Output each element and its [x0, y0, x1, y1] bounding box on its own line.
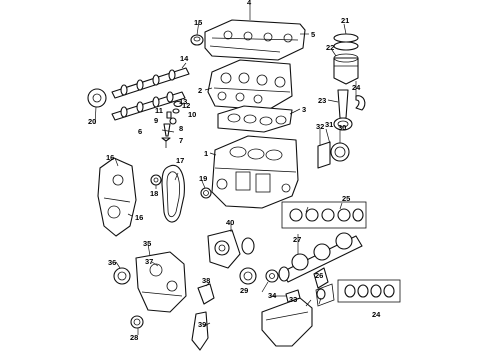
callout-34: 34: [268, 291, 277, 300]
rod-bearing: [355, 95, 366, 111]
callout-11: 11: [155, 106, 163, 115]
pan-gasket: [315, 283, 335, 307]
callout-39: 39: [198, 320, 206, 329]
callout-13: 13: [179, 97, 187, 106]
callout-28: 28: [130, 333, 138, 342]
callout-20: 20: [88, 117, 96, 126]
callout-31: 31: [325, 120, 333, 129]
cylinder-head: [207, 59, 293, 111]
callout-40: 40: [226, 218, 234, 227]
leader-lines: [94, 5, 357, 335]
callout-14: 14: [180, 54, 189, 63]
callout-35: 35: [143, 239, 151, 248]
main-bearings-lower: [337, 279, 401, 303]
camshaft-upper: [111, 67, 190, 99]
callout-17: 17: [176, 156, 184, 165]
crankshaft: [278, 232, 363, 283]
callout-26-right: 26: [315, 271, 323, 280]
callout-19: 19: [199, 174, 207, 183]
callout-2: 2: [198, 86, 202, 95]
callout-25: 25: [342, 194, 350, 203]
callout-16-bottom: 16: [135, 213, 143, 222]
callout-4: 4: [247, 0, 252, 7]
callout-9: 9: [154, 116, 158, 125]
valve-train-parts: [161, 100, 183, 148]
cam-sprocket: [87, 88, 107, 108]
head-gasket: [217, 105, 293, 133]
callout-30: 30: [338, 123, 346, 132]
callout-10: 10: [188, 110, 196, 119]
timing-cover: [97, 157, 137, 237]
callout-3: 3: [302, 105, 306, 114]
oil-pump-housing: [135, 251, 187, 313]
oil-pump-rotor: [113, 267, 131, 285]
main-bearings: [281, 201, 367, 229]
callout-36: 36: [108, 258, 116, 267]
callout-8: 8: [179, 124, 183, 133]
timing-belt: [161, 164, 185, 223]
oil-pan: [261, 289, 313, 347]
camshaft-lower: [111, 91, 186, 121]
piston-rings: [333, 33, 359, 51]
thrust-washers: [313, 267, 329, 300]
crank-pulley: [239, 267, 279, 285]
callout-24-bottom: 24: [372, 310, 381, 319]
connecting-rod: [333, 89, 353, 131]
oil-seal: [130, 315, 144, 329]
callout-5: 5: [311, 30, 315, 39]
callout-33: 33: [289, 295, 297, 304]
oil-strainer: [191, 283, 215, 351]
callout-27: 27: [293, 235, 301, 244]
callout-32: 32: [316, 122, 324, 131]
valve-cover: [204, 19, 306, 61]
callout-18: 18: [150, 189, 158, 198]
callout-29: 29: [240, 286, 248, 295]
rear-seal-housing: [317, 141, 350, 169]
callout-15: 15: [194, 18, 202, 27]
callout-16-top: 16: [106, 153, 114, 162]
callout-24-top: 24: [352, 83, 361, 92]
callout-23: 23: [318, 96, 326, 105]
piston: [333, 53, 359, 85]
engine-block: [211, 135, 299, 209]
oil-pump: [207, 229, 255, 269]
callout-38: 38: [202, 276, 210, 285]
callout-labels: 4 5 15 14 2 3 1 21 22 23 24 32 31 30 25 …: [88, 0, 381, 342]
front-seal: [200, 187, 212, 199]
callout-6: 6: [138, 127, 142, 136]
crank-sprocket: [150, 174, 162, 186]
callout-12: 12: [182, 101, 190, 110]
callout-1: 1: [204, 149, 208, 158]
oil-filler-cap: [190, 34, 204, 46]
callout-21: 21: [341, 16, 349, 25]
callout-22: 22: [326, 43, 334, 52]
callout-7: 7: [179, 136, 183, 145]
callout-37: 37: [145, 257, 153, 266]
